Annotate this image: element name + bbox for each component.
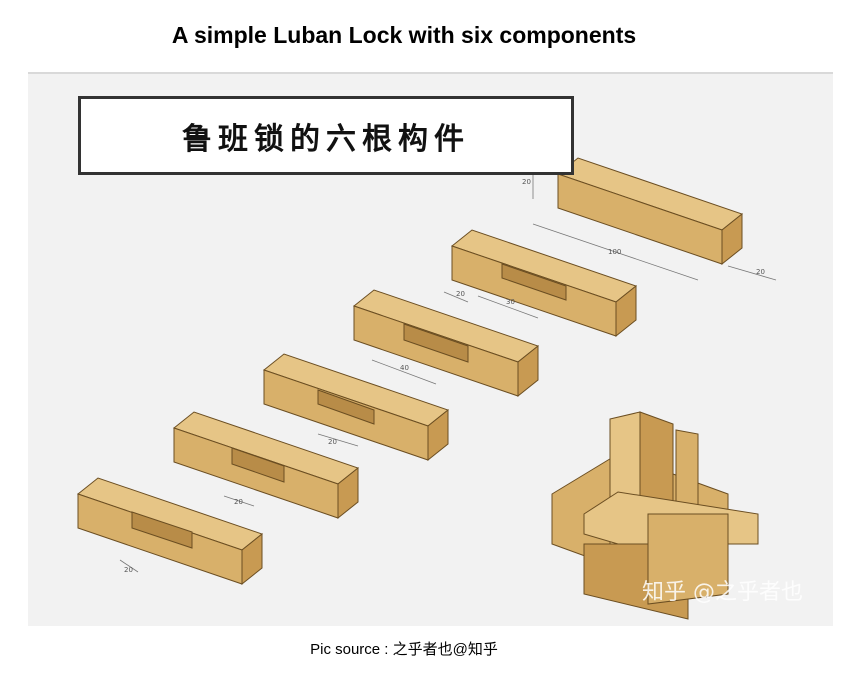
piece-5: [172, 411, 360, 520]
watermark: 知乎 @之乎者也: [642, 580, 803, 605]
dim-label: 40: [400, 364, 409, 372]
dim-label: 20: [328, 438, 337, 446]
luban-lock-illustration: 20 100 20 20 30 40 20 20 20: [76, 157, 777, 620]
piece-2: [450, 229, 638, 338]
chinese-heading: 鲁班锁的六根构件: [182, 121, 470, 157]
piece-6: [76, 477, 264, 586]
dim-label: 20: [124, 566, 133, 574]
dim-label: 20: [756, 268, 765, 276]
illustration-panel: 20 100 20 20 30 40 20 20 20 鲁班锁的六根构件 知乎 …: [28, 72, 833, 626]
dimension-lines: [119, 164, 777, 573]
dim-label: 20: [456, 290, 465, 298]
figure-title: A simple Luban Lock with six components: [171, 22, 637, 48]
dim-label: 20: [234, 498, 243, 506]
chinese-heading-box: 鲁班锁的六根构件: [78, 96, 574, 175]
assembled-lock: [551, 411, 759, 620]
source-caption: Pic source : 之乎者也@知乎: [310, 641, 498, 658]
piece-1-plain-bar: [556, 157, 744, 266]
dim-label: 30: [506, 298, 515, 306]
dimension-labels: 20 100 20 20 30 40 20 20 20: [124, 178, 765, 574]
dim-label: 20: [522, 178, 531, 186]
piece-3: [352, 289, 540, 398]
piece-4: [262, 353, 450, 462]
dim-label: 100: [608, 248, 621, 256]
